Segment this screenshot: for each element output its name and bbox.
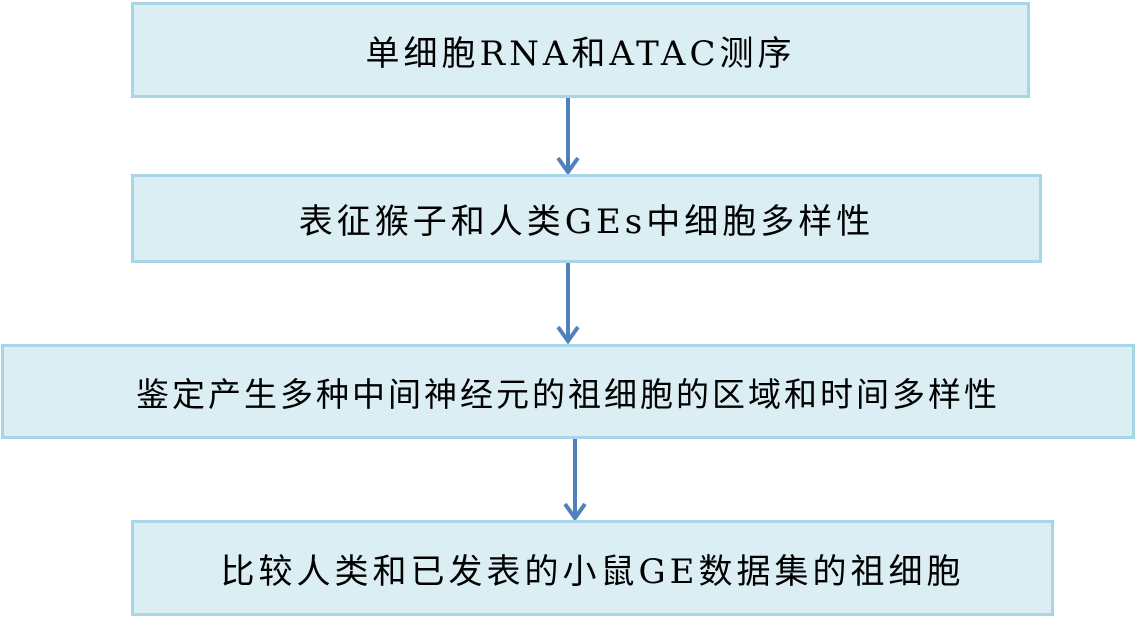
- flow-step-2: 表征猴子和人类GEs中细胞多样性: [131, 174, 1042, 263]
- arrow-3-to-4-icon: [563, 439, 587, 522]
- flow-step-4: 比较人类和已发表的小鼠GE数据集的祖细胞: [131, 520, 1054, 616]
- flow-step-3-label: 鉴定产生多种中间神经元的祖细胞的区域和时间多样性: [136, 374, 1000, 414]
- arrow-1-to-2-icon: [556, 98, 580, 176]
- arrow-2-to-3-icon: [556, 263, 580, 345]
- flow-step-1: 单细胞RNA和ATAC测序: [131, 2, 1030, 98]
- flow-step-2-label: 表征猴子和人类GEs中细胞多样性: [298, 202, 875, 242]
- flow-step-4-label: 比较人类和已发表的小鼠GE数据集的祖细胞: [220, 551, 965, 592]
- flow-step-1-label: 单细胞RNA和ATAC测序: [365, 33, 796, 74]
- flow-step-3: 鉴定产生多种中间神经元的祖细胞的区域和时间多样性: [1, 344, 1135, 439]
